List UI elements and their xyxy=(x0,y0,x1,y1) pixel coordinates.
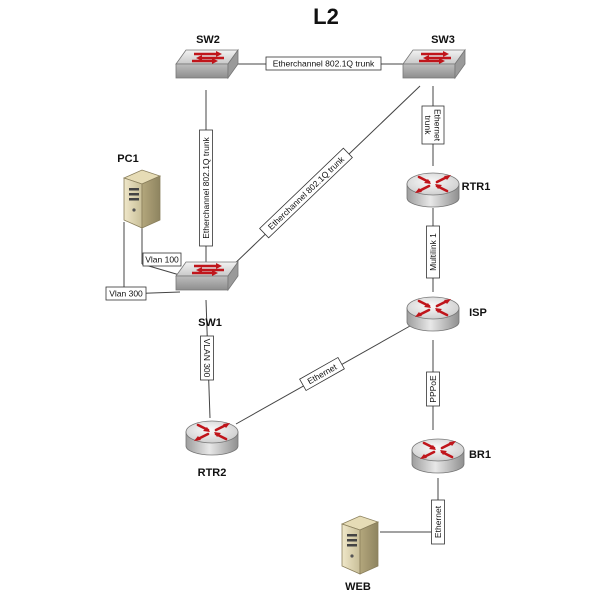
link-label-isp-br1: PPPoE xyxy=(426,371,440,407)
sw1-label: SW1 xyxy=(198,317,222,329)
links xyxy=(123,63,439,533)
rtr1-label: RTR1 xyxy=(462,181,491,193)
svg-text:Ethernet: Ethernet xyxy=(433,109,443,142)
link-label-sw3-rtr1: Ethernet trunk xyxy=(421,105,445,145)
diagram-title: L2 xyxy=(313,4,339,29)
rtr2-router-icon[interactable] xyxy=(184,419,240,457)
isp-router-icon[interactable] xyxy=(405,295,461,333)
svg-text:Etherchannel 802.1Q trunk: Etherchannel 802.1Q trunk xyxy=(273,59,375,69)
link-label-isp-rtr2: Ethernet xyxy=(299,356,345,392)
isp-label: ISP xyxy=(469,307,487,319)
rtr1-router-icon[interactable] xyxy=(405,171,461,209)
rtr2-label: RTR2 xyxy=(198,467,227,479)
link-label-vlan100: Vlan 100 xyxy=(142,252,182,267)
br1-router-icon[interactable] xyxy=(410,437,466,475)
svg-text:Ethernet: Ethernet xyxy=(433,505,443,538)
link-label-br1-web: Ethernet xyxy=(431,499,445,545)
link-label-sw1-rtr2: VLAN 300 xyxy=(200,335,214,381)
svg-text:PPPoE: PPPoE xyxy=(428,375,438,403)
pc1-server-icon[interactable] xyxy=(123,169,161,229)
link-label-sw2-sw1: Etherchannel 802.1Q trunk xyxy=(199,129,213,247)
link-label-sw2-sw3: Etherchannel 802.1Q trunk xyxy=(265,56,382,71)
sw1-switch-icon[interactable] xyxy=(174,260,240,292)
svg-text:Vlan 300: Vlan 300 xyxy=(109,289,143,299)
svg-text:Etherchannel 802.1Q trunk: Etherchannel 802.1Q trunk xyxy=(201,136,211,238)
sw2-switch-icon[interactable] xyxy=(174,48,240,80)
pc1-label: PC1 xyxy=(117,153,138,165)
svg-text:VLAN 300: VLAN 300 xyxy=(202,339,212,378)
br1-label: BR1 xyxy=(469,449,491,461)
svg-text:Etherchannel 802.1Q trunk: Etherchannel 802.1Q trunk xyxy=(266,154,347,232)
sw3-label: SW3 xyxy=(431,34,455,46)
link-label-vlan300: Vlan 300 xyxy=(105,286,147,301)
web-server-icon[interactable] xyxy=(341,515,379,575)
sw2-label: SW2 xyxy=(196,34,220,46)
svg-text:Vlan 100: Vlan 100 xyxy=(145,255,179,265)
svg-text:Multilink 1: Multilink 1 xyxy=(428,233,438,271)
link-label-rtr1-isp: Multilink 1 xyxy=(426,225,440,279)
link-label-sw3-sw1: Etherchannel 802.1Q trunk xyxy=(259,147,353,239)
web-label: WEB xyxy=(345,581,371,593)
svg-text:trunk: trunk xyxy=(423,116,433,136)
sw3-switch-icon[interactable] xyxy=(401,48,467,80)
